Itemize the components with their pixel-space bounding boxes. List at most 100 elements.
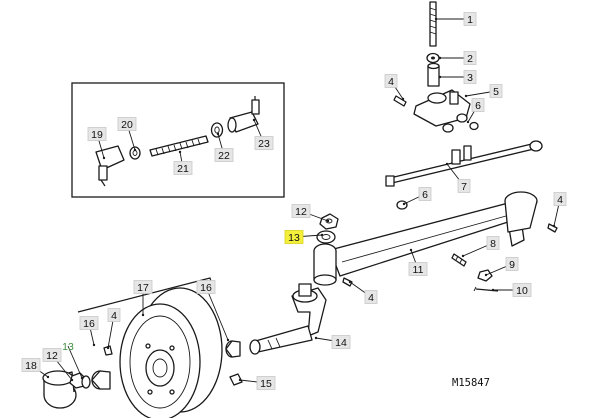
- callout-c16b: 16: [79, 316, 99, 330]
- callout-box-c15: [256, 376, 276, 390]
- callout-c6b: 6: [418, 187, 432, 201]
- bushing-3: [427, 62, 440, 87]
- leader-tip-c1: [434, 17, 438, 21]
- callout-c13b: 13: [62, 341, 74, 353]
- callout-text-c20: 20: [121, 119, 133, 131]
- callout-text-c22: 22: [218, 150, 230, 162]
- callout-c7: 7: [457, 179, 471, 193]
- leader-tip-c23: [252, 118, 256, 122]
- callout-box-c9: [505, 257, 519, 271]
- callout-text-c16b: 16: [83, 318, 95, 330]
- leader-tip-c4b: [552, 224, 556, 228]
- callout-text-c16a: 16: [200, 282, 212, 294]
- callout-text-c4a: 4: [388, 76, 394, 88]
- callout-box-c8: [486, 236, 500, 250]
- leader-tip-c5: [464, 94, 468, 98]
- callout-text-c5: 5: [493, 86, 499, 98]
- leader-tip-c6b: [402, 202, 406, 206]
- leader-tip-c13b: [80, 376, 84, 380]
- callout-box-c4b: [553, 192, 567, 206]
- washer-13-left: [81, 375, 91, 389]
- callout-box-c4c: [364, 290, 378, 304]
- cotter-10: [473, 286, 499, 292]
- nut-2: [426, 52, 440, 64]
- callout-c12b: 12: [42, 348, 62, 362]
- nut-6-mid: [396, 200, 408, 210]
- callout-box-c6b: [418, 187, 432, 201]
- callout-text-c23: 23: [258, 138, 270, 150]
- callout-text-c11: 11: [413, 264, 424, 276]
- tie-rod-end-23: [227, 96, 260, 133]
- callout-c14: 14: [331, 335, 351, 349]
- leader-tip-c6a: [466, 120, 470, 124]
- callout-text-c2: 2: [467, 53, 473, 65]
- pin-4-center: [342, 277, 353, 287]
- leader-tip-c4d: [106, 346, 110, 350]
- bolt-8: [451, 253, 467, 267]
- callout-text-c12b: 12: [46, 350, 58, 362]
- callout-text-c15: 15: [260, 378, 272, 390]
- leader-tip-c2: [438, 56, 442, 60]
- inset-frame: [71, 82, 285, 198]
- callout-box-c16a: [196, 280, 216, 294]
- callout-text-c13b: 13: [62, 341, 74, 353]
- leader-c13b: [67, 345, 83, 379]
- callout-c12a: 12: [291, 204, 311, 218]
- callout-box-c21: [173, 161, 193, 175]
- callout-c16a: 16: [196, 280, 216, 294]
- callout-box-c14: [331, 335, 351, 349]
- callout-c10: 10: [512, 283, 532, 297]
- callout-text-c4d: 4: [111, 310, 117, 322]
- callout-c13a: 13: [284, 230, 304, 244]
- callout-text-c21: 21: [177, 163, 189, 175]
- callout-text-c8: 8: [490, 238, 496, 250]
- callout-box-c7: [457, 179, 471, 193]
- leader-tip-c14: [314, 336, 318, 340]
- callout-box-c19: [87, 127, 107, 141]
- cap-15: [229, 373, 243, 386]
- callout-text-c10: 10: [516, 285, 528, 297]
- callout-c20: 20: [117, 117, 137, 131]
- leader-tip-c19: [102, 156, 106, 160]
- bearing-16-right: [225, 340, 241, 358]
- callout-text-c4c: 4: [368, 292, 374, 304]
- callout-box-c23: [254, 136, 274, 150]
- front-axle-11: [313, 191, 538, 286]
- bolt-1: [429, 1, 437, 47]
- leader-tip-c9: [484, 273, 488, 277]
- pin-4-right: [547, 223, 558, 233]
- callout-c4a: 4: [384, 74, 398, 88]
- callout-text-c1: 1: [467, 14, 473, 26]
- washer-13-top: [316, 230, 336, 244]
- callout-box-c12a: [291, 204, 311, 218]
- callout-c2: 2: [463, 51, 477, 65]
- bracket-5: [413, 89, 471, 127]
- leader-tip-c18: [46, 375, 50, 379]
- callout-c8: 8: [486, 236, 500, 250]
- leader-tip-c22: [216, 132, 220, 136]
- callout-c11: 11: [408, 262, 428, 276]
- leader-lines: [30, 17, 561, 384]
- callout-text-c6a: 6: [475, 100, 481, 112]
- leader-tip-c16a: [226, 338, 230, 342]
- callout-text-c3: 3: [467, 72, 473, 84]
- callout-box-c1: [463, 12, 477, 26]
- callout-box-c3: [463, 70, 477, 84]
- leader-tip-c7: [445, 162, 449, 166]
- callout-box-c6a: [471, 98, 485, 112]
- callout-c17: 17: [133, 280, 153, 294]
- leader-tip-c15: [238, 378, 242, 382]
- callout-box-c11: [408, 262, 428, 276]
- callout-text-c18: 18: [25, 360, 37, 372]
- callout-box-c4d: [107, 308, 121, 322]
- callout-box-c2: [463, 51, 477, 65]
- callout-box-c4a: [384, 74, 398, 88]
- threaded-rod-21: [149, 135, 209, 157]
- callout-box-c17: [133, 280, 153, 294]
- callout-c5: 5: [489, 84, 503, 98]
- nut-22: [210, 122, 224, 138]
- spindle-14: [249, 283, 327, 355]
